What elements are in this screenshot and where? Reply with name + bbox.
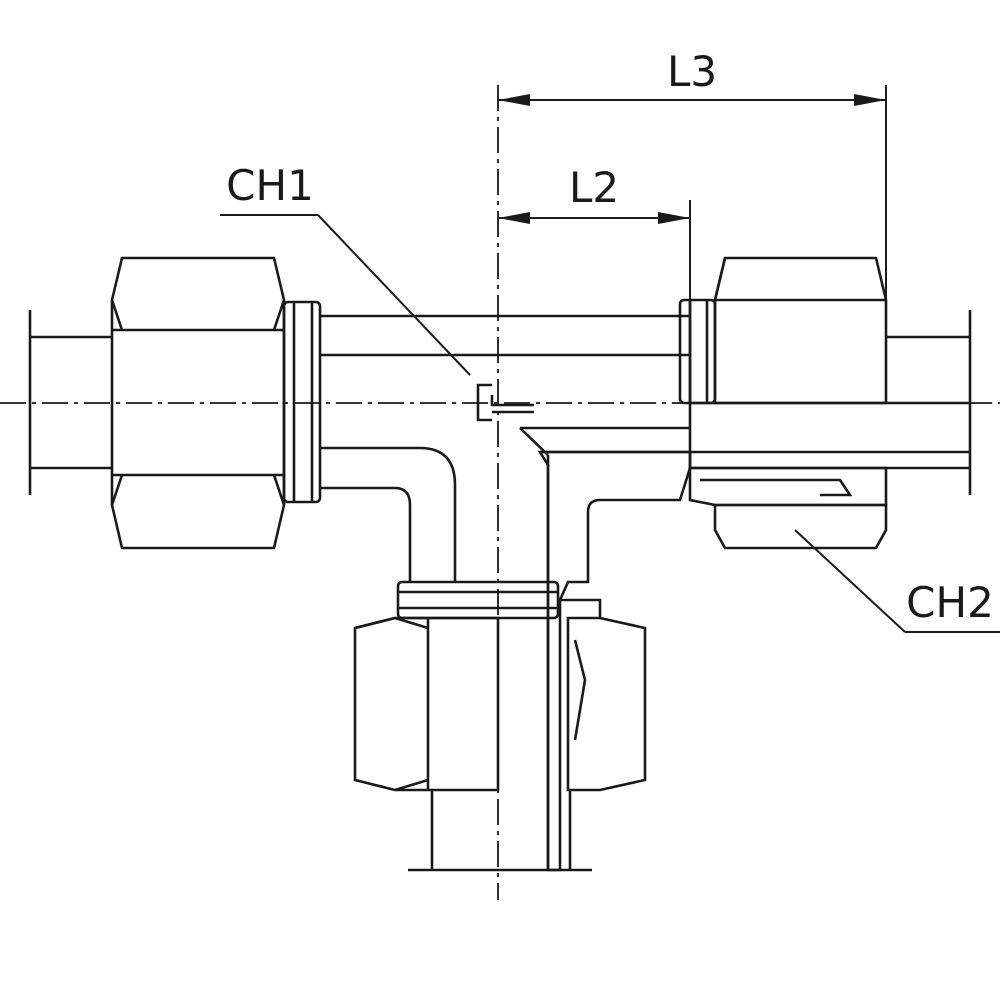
leader-ch1: CH1 xyxy=(220,161,471,376)
ch2-label: CH2 xyxy=(906,578,994,627)
tee-body-outer xyxy=(320,314,690,582)
dimension-l3: L3 xyxy=(498,47,887,400)
dimension-l2: L2 xyxy=(498,163,691,300)
right-tube xyxy=(886,310,972,495)
bottom-collar xyxy=(396,580,560,620)
right-hex-nut-section xyxy=(688,466,888,550)
left-hex-nut xyxy=(110,256,286,550)
left-collar xyxy=(282,300,322,504)
bottom-tube xyxy=(408,790,592,872)
bottom-hex-nut xyxy=(353,616,500,792)
tee-body-section xyxy=(519,300,970,872)
center-lines xyxy=(0,85,1000,900)
ch1-marker xyxy=(476,383,534,422)
l3-label: L3 xyxy=(667,47,717,96)
right-hex-nut xyxy=(713,256,888,405)
l2-label: L2 xyxy=(569,163,619,212)
ch1-label: CH1 xyxy=(226,161,314,210)
left-tube xyxy=(28,310,112,495)
bottom-nut-section xyxy=(560,598,647,792)
leader-ch2: CH2 xyxy=(794,529,1000,633)
